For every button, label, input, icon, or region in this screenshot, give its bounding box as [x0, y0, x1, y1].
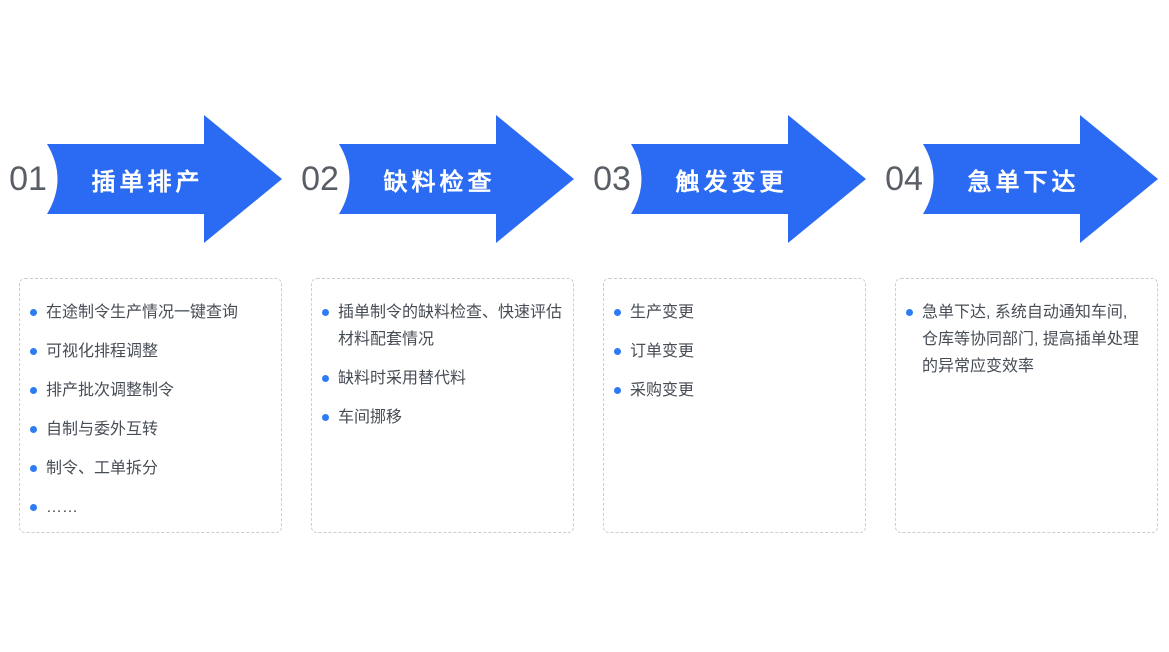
arrow-path [47, 115, 282, 243]
step-number: 02 [301, 160, 339, 198]
step-item-list: 插单制令的缺料检查、快速评估材料配套情况 缺料时采用替代料 车间挪移 [322, 299, 563, 431]
list-item: 生产变更 [614, 299, 855, 326]
bullet-dot-icon [30, 309, 37, 316]
step: 02 缺料检查 插单制令的缺料检查、快速评估材料配套情况 缺料时采用替代料 车间… [301, 115, 593, 533]
arrow-right-icon [631, 115, 866, 243]
list-item: 车间挪移 [322, 404, 563, 431]
step-item-text: 插单制令的缺料检查、快速评估材料配套情况 [338, 304, 563, 348]
step-title: 急单下达 [967, 168, 1080, 196]
arrow-right-shape: 触发变更 [631, 115, 866, 243]
step-item-text: 在途制令生产情况一键查询 [46, 304, 239, 321]
step-detail-box: 插单制令的缺料检查、快速评估材料配套情况 缺料时采用替代料 车间挪移 [311, 278, 574, 533]
step-detail-box: 急单下达, 系统自动通知车间, 仓库等协同部门, 提高插单处理的异常应变效率 [895, 278, 1158, 533]
step-item-text: 订单变更 [630, 343, 695, 360]
list-item: 订单变更 [614, 338, 855, 365]
bullet-dot-icon [30, 426, 37, 433]
list-item: 缺料时采用替代料 [322, 365, 563, 392]
bullet-dot-icon [30, 387, 37, 394]
bullet-dot-icon [614, 387, 621, 394]
list-item: 在途制令生产情况一键查询 [30, 299, 271, 326]
step-title: 触发变更 [675, 168, 788, 196]
arrow-path [339, 115, 574, 243]
step-item-text: 可视化排程调整 [46, 343, 159, 360]
step-header: 04 急单下达 [885, 115, 1169, 243]
arrow-path [923, 115, 1158, 243]
step-item-text: 车间挪移 [338, 409, 403, 426]
bullet-dot-icon [322, 375, 329, 382]
list-item: 可视化排程调整 [30, 338, 271, 365]
list-item: 采购变更 [614, 377, 855, 404]
step-header: 02 缺料检查 [301, 115, 593, 243]
arrow-path [631, 115, 866, 243]
step-item-list: 急单下达, 系统自动通知车间, 仓库等协同部门, 提高插单处理的异常应变效率 [906, 299, 1147, 380]
step: 01 插单排产 在途制令生产情况一键查询 可视化排程调整 排产批次调整制令 自制… [9, 115, 301, 533]
step-item-text: …… [46, 499, 78, 516]
bullet-dot-icon [30, 348, 37, 355]
step-item-list: 生产变更 订单变更 采购变更 [614, 299, 855, 404]
arrow-right-icon [923, 115, 1158, 243]
list-item: 自制与委外互转 [30, 416, 271, 443]
bullet-dot-icon [30, 465, 37, 472]
bullet-dot-icon [322, 414, 329, 421]
steps-row: 01 插单排产 在途制令生产情况一键查询 可视化排程调整 排产批次调整制令 自制… [9, 115, 1169, 533]
list-item: 制令、工单拆分 [30, 455, 271, 482]
step-header: 03 触发变更 [593, 115, 885, 243]
step: 03 触发变更 生产变更 订单变更 采购变更 [593, 115, 885, 533]
arrow-right-icon [339, 115, 574, 243]
step-title: 缺料检查 [383, 168, 496, 196]
step-number: 03 [593, 160, 631, 198]
arrow-right-shape: 缺料检查 [339, 115, 574, 243]
list-item: 急单下达, 系统自动通知车间, 仓库等协同部门, 提高插单处理的异常应变效率 [906, 299, 1147, 380]
step-header: 01 插单排产 [9, 115, 301, 243]
bullet-dot-icon [906, 309, 913, 316]
step-title: 插单排产 [91, 168, 204, 196]
bullet-dot-icon [322, 309, 329, 316]
list-item: 排产批次调整制令 [30, 377, 271, 404]
step-item-text: 排产批次调整制令 [46, 382, 175, 399]
step-item-text: 制令、工单拆分 [46, 460, 159, 477]
step-item-text: 生产变更 [630, 304, 695, 321]
step-number: 01 [9, 160, 47, 198]
step-detail-box: 在途制令生产情况一键查询 可视化排程调整 排产批次调整制令 自制与委外互转 制令… [19, 278, 282, 533]
step-number: 04 [885, 160, 923, 198]
step-item-text: 缺料时采用替代料 [338, 370, 467, 387]
arrow-right-icon [47, 115, 282, 243]
list-item: …… [30, 494, 271, 521]
arrow-right-shape: 插单排产 [47, 115, 282, 243]
step-item-list: 在途制令生产情况一键查询 可视化排程调整 排产批次调整制令 自制与委外互转 制令… [30, 299, 271, 521]
step-item-text: 急单下达, 系统自动通知车间, 仓库等协同部门, 提高插单处理的异常应变效率 [922, 304, 1139, 375]
bullet-dot-icon [614, 348, 621, 355]
bullet-dot-icon [30, 504, 37, 511]
bullet-dot-icon [614, 309, 621, 316]
step: 04 急单下达 急单下达, 系统自动通知车间, 仓库等协同部门, 提高插单处理的… [885, 115, 1169, 533]
step-item-text: 自制与委外互转 [46, 421, 159, 438]
step-item-text: 采购变更 [630, 382, 695, 399]
list-item: 插单制令的缺料检查、快速评估材料配套情况 [322, 299, 563, 353]
step-detail-box: 生产变更 订单变更 采购变更 [603, 278, 866, 533]
arrow-right-shape: 急单下达 [923, 115, 1158, 243]
